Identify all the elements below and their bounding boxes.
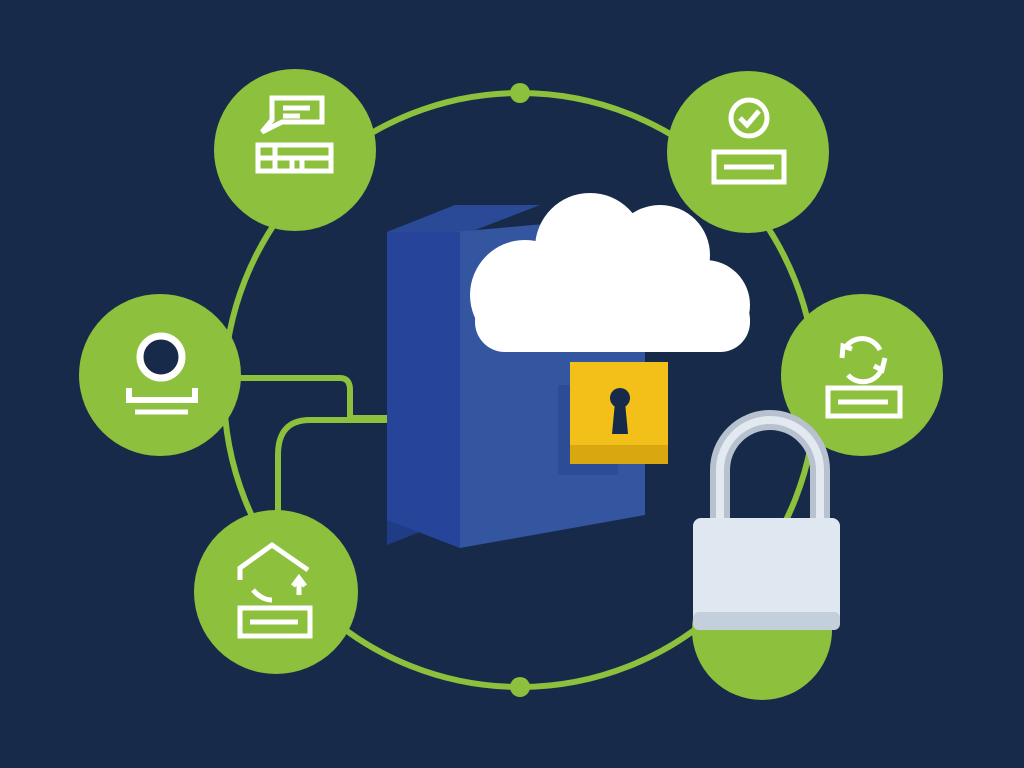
chat-keyboard-icon [255, 95, 334, 174]
cloud-icon [470, 193, 750, 352]
home-upload-icon [237, 541, 313, 639]
ring-dot-bottom [510, 677, 530, 697]
node-sync-document[interactable] [781, 294, 943, 456]
ring-dot-top [510, 83, 530, 103]
connector-line [275, 417, 390, 520]
keyhole-lock-icon [570, 362, 668, 464]
node-chat-keyboard[interactable] [214, 69, 376, 231]
node-checkmark-document[interactable] [667, 71, 829, 233]
user-profile-icon [126, 332, 198, 415]
sync-document-icon [825, 336, 903, 419]
connector-line [230, 375, 390, 421]
node-user-profile[interactable] [79, 294, 241, 456]
checkmark-document-icon [711, 97, 787, 185]
padlock-icon [693, 410, 840, 630]
node-home-upload[interactable] [194, 510, 358, 674]
